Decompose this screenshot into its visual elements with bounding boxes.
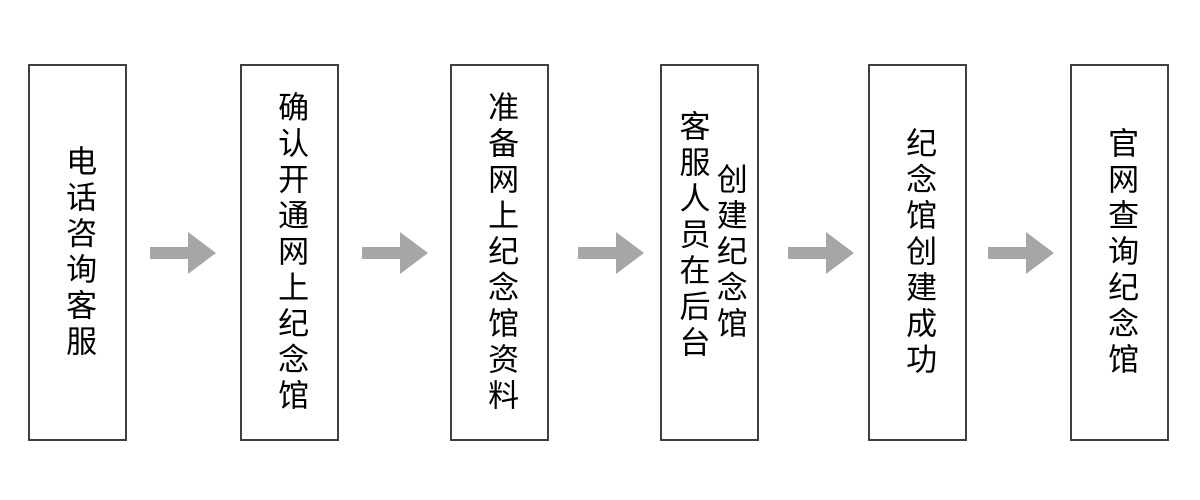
right-block-arrow-icon: [150, 232, 216, 274]
flow-arrow-1: [150, 232, 216, 274]
flow-arrow-5: [988, 232, 1054, 274]
flow-step-2[interactable]: 确认开通网上纪念馆: [240, 64, 339, 441]
flow-arrow-2: [362, 232, 428, 274]
flow-step-4-secondary-label: 创建纪念馆: [710, 162, 747, 343]
right-block-arrow-icon: [988, 232, 1054, 274]
flow-step-3[interactable]: 准备网上纪念馆资料: [450, 64, 549, 441]
flow-arrow-4: [788, 232, 854, 274]
flow-step-2-primary-label: 确认开通网上纪念馆: [272, 90, 309, 415]
right-block-arrow-icon: [578, 232, 644, 274]
right-block-arrow-icon: [362, 232, 428, 274]
right-block-arrow-icon: [788, 232, 854, 274]
flow-step-3-primary-label: 准备网上纪念馆资料: [482, 90, 519, 415]
flow-step-5[interactable]: 纪念馆创建成功: [868, 64, 967, 441]
flow-step-4-primary-label: 客服人员在后台: [673, 110, 710, 362]
flow-step-4[interactable]: 创建纪念馆 客服人员在后台: [660, 64, 759, 441]
flow-step-6[interactable]: 官网查询纪念馆: [1070, 64, 1169, 441]
flow-arrow-3: [578, 232, 644, 274]
flow-step-6-primary-label: 官网查询纪念馆: [1102, 126, 1139, 379]
flow-step-1[interactable]: 电话咨询客服: [28, 64, 127, 441]
flow-step-1-primary-label: 电话咨询客服: [60, 144, 97, 361]
flow-step-5-primary-label: 纪念馆创建成功: [900, 126, 937, 379]
